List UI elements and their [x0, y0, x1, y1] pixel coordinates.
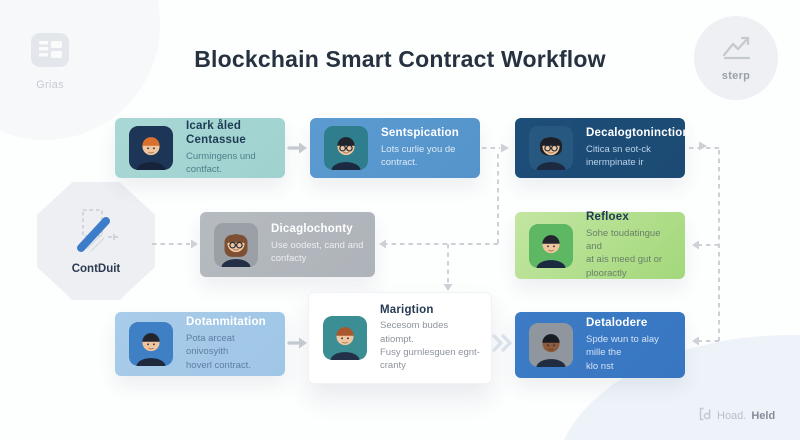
top-left-brand-label: Grias: [36, 79, 64, 91]
footer-word-1: Hoad.: [717, 409, 747, 422]
arrowhead-left-blue: [692, 336, 699, 346]
card-title: Dotanmitation: [186, 316, 266, 329]
card-title: Icark åled Centassue: [186, 119, 246, 146]
contduit-node[interactable]: ContDuit: [37, 182, 155, 300]
card-title: Decalogtoninction: [586, 126, 690, 139]
top-left-brand: Grias: [28, 33, 72, 91]
card-desc: Pota arceat onivosyith hoverl contract.: [186, 332, 251, 371]
card-desc: Citica sn eot-ck inermpinate ir: [586, 143, 651, 168]
pen-edit-icon: [71, 207, 121, 260]
workflow-card-detalodere[interactable]: Detalodere Spde wun to alay mille the kl…: [515, 312, 685, 378]
workflow-card-sentspication[interactable]: Sentspication Lots curlie you de contrac…: [310, 118, 480, 178]
avatar: [529, 323, 573, 367]
avatar: [324, 126, 368, 170]
workflow-card-dicaglochonty[interactable]: Dicaglochonty Use oodest, cand and confa…: [200, 212, 375, 277]
left-node-label: ContDuit: [71, 263, 121, 275]
arrowhead-right-box3: [501, 143, 509, 153]
card-desc: Sohe toudatingue and at ais meed gut or …: [586, 227, 663, 279]
brand-mark-icon: [696, 406, 712, 425]
card-title: Sentspication: [381, 126, 460, 139]
chevron-double-2: [501, 334, 512, 352]
avatar: [529, 126, 573, 170]
arrowhead-left-grayb ox: [379, 239, 386, 249]
workflow-card-contassue[interactable]: Icark åled Centassue Curmingens und cont…: [115, 118, 285, 178]
chevron-double-1: [492, 334, 503, 352]
footer-word-2: Held: [751, 409, 776, 422]
card-title: Detalodere: [586, 317, 648, 330]
top-right-badge-label: sterp: [721, 70, 751, 82]
avatar: [323, 316, 367, 360]
workflow-card-refloex[interactable]: Refloex Sohe toudatingue and at ais meed…: [515, 211, 685, 279]
card-desc: Secesom budes atiompt. Fusy gurnlesguen …: [380, 320, 480, 372]
card-desc: Spde wun to alay mille the klo nst: [586, 333, 659, 372]
grid-list-icon: [31, 33, 69, 72]
arrowhead-right-gray: [191, 239, 198, 249]
avatar: [129, 322, 173, 366]
page-title: Blockchain Smart Contract Workflow: [194, 46, 606, 72]
workflow-card-dotanmitation[interactable]: Dotanmitation Pota arceat onivosyith hov…: [115, 312, 285, 376]
card-title: Refloex: [586, 211, 629, 224]
avatar: [529, 223, 573, 268]
card-desc: Lots curlie you de contract.: [381, 143, 456, 168]
avatar: [214, 222, 258, 267]
avatar: [129, 126, 173, 170]
arrowhead-right-rail: [699, 141, 707, 151]
card-desc: Curmingens und contfact.: [186, 150, 256, 175]
card-title: Marigtion: [380, 303, 434, 316]
arrowhead-down-white: [443, 284, 453, 291]
trend-arrow-icon: [717, 34, 755, 67]
card-title: Dicaglochonty: [271, 223, 353, 236]
workflow-card-marigtion[interactable]: Marigtion Secesom budes atiompt. Fusy gu…: [308, 292, 492, 384]
arrowhead-left-green: [692, 240, 699, 250]
workflow-card-decalogtoninction[interactable]: Decalogtoninction Citica sn eot-ck inerm…: [515, 118, 690, 178]
top-right-badge: sterp: [694, 16, 778, 100]
card-desc: Use oodest, cand and confacty: [271, 240, 364, 265]
footer-brand: Hoad. Held: [696, 406, 775, 425]
